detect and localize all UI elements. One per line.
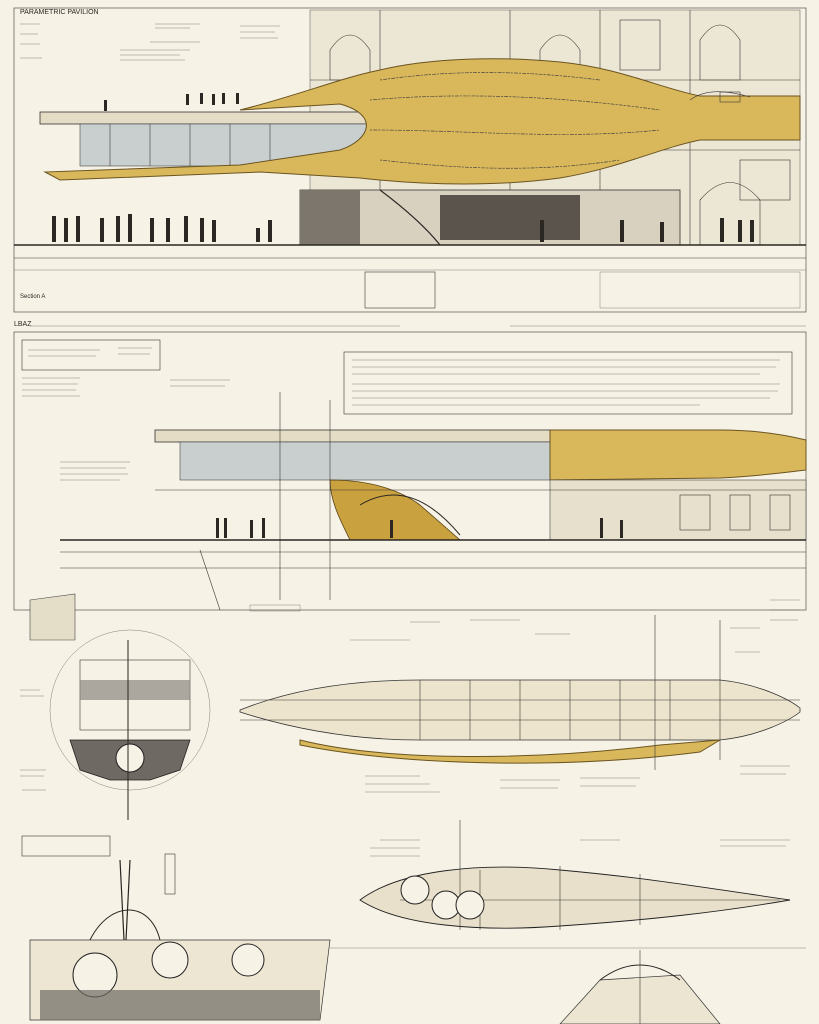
arch-icon (89, 909, 161, 941)
description-box (343, 351, 793, 415)
detail-circle (49, 629, 211, 791)
figure-icon (104, 93, 239, 111)
figure-group-ground (52, 214, 754, 242)
timber-shell-top (43, 58, 801, 185)
hull-timber-keel (299, 739, 721, 764)
column-icon (164, 853, 176, 895)
panel-note-small: Section A (20, 294, 45, 300)
panel-lower-details (20, 593, 806, 1024)
panel-middle-section (13, 331, 807, 612)
sheet-title: PARAMETRIC PAVILION (20, 9, 99, 16)
panel-top-elevation: PARAMETRIC PAVILION (13, 7, 807, 313)
timber-support-arch (329, 479, 462, 541)
timber-shell-middle (549, 429, 807, 481)
middle-section-label: LBAZ (14, 321, 32, 328)
